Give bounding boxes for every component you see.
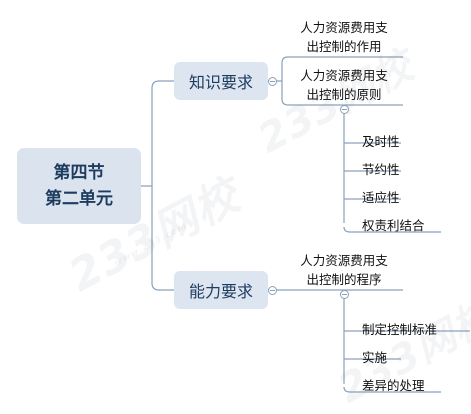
branch-label: 知识要求	[188, 73, 253, 92]
collapse-toggle-icon[interactable]	[340, 290, 349, 299]
root-node[interactable]: 第四节 第二单元	[17, 148, 141, 224]
topic-node-role[interactable]: 人力资源费用支 出控制的作用	[285, 18, 403, 56]
branch-label: 能力要求	[188, 282, 253, 301]
topic-node-procedure[interactable]: 人力资源费用支 出控制的程序	[285, 251, 403, 289]
topic-line-1: 人力资源费用支	[300, 20, 388, 35]
leaf-node[interactable]: 实施	[362, 350, 388, 365]
branch-node-ability[interactable]: 能力要求	[174, 271, 268, 309]
root-line-1: 第四节	[53, 163, 105, 183]
collapse-toggle-icon[interactable]	[268, 77, 277, 86]
topic-line-2: 出控制的作用	[306, 39, 382, 54]
leaf-node[interactable]: 权责利结合	[362, 218, 425, 233]
topic-line-2: 出控制的程序	[306, 272, 382, 287]
collapse-toggle-icon[interactable]	[340, 105, 349, 114]
leaf-node[interactable]: 制定控制标准	[362, 322, 438, 337]
collapse-toggle-icon[interactable]	[268, 286, 277, 295]
leaf-node[interactable]: 适应性	[362, 190, 400, 205]
leaf-node[interactable]: 节约性	[362, 162, 400, 177]
leaf-node[interactable]: 及时性	[362, 134, 400, 149]
branch-node-knowledge[interactable]: 知识要求	[174, 62, 268, 100]
topic-line-1: 人力资源费用支	[300, 68, 388, 83]
topic-node-principles[interactable]: 人力资源费用支 出控制的原则	[285, 66, 403, 104]
topic-line-1: 人力资源费用支	[300, 253, 388, 268]
root-line-2: 第二单元	[45, 189, 113, 209]
topic-line-2: 出控制的原则	[306, 87, 382, 102]
leaf-node[interactable]: 差异的处理	[362, 378, 425, 393]
